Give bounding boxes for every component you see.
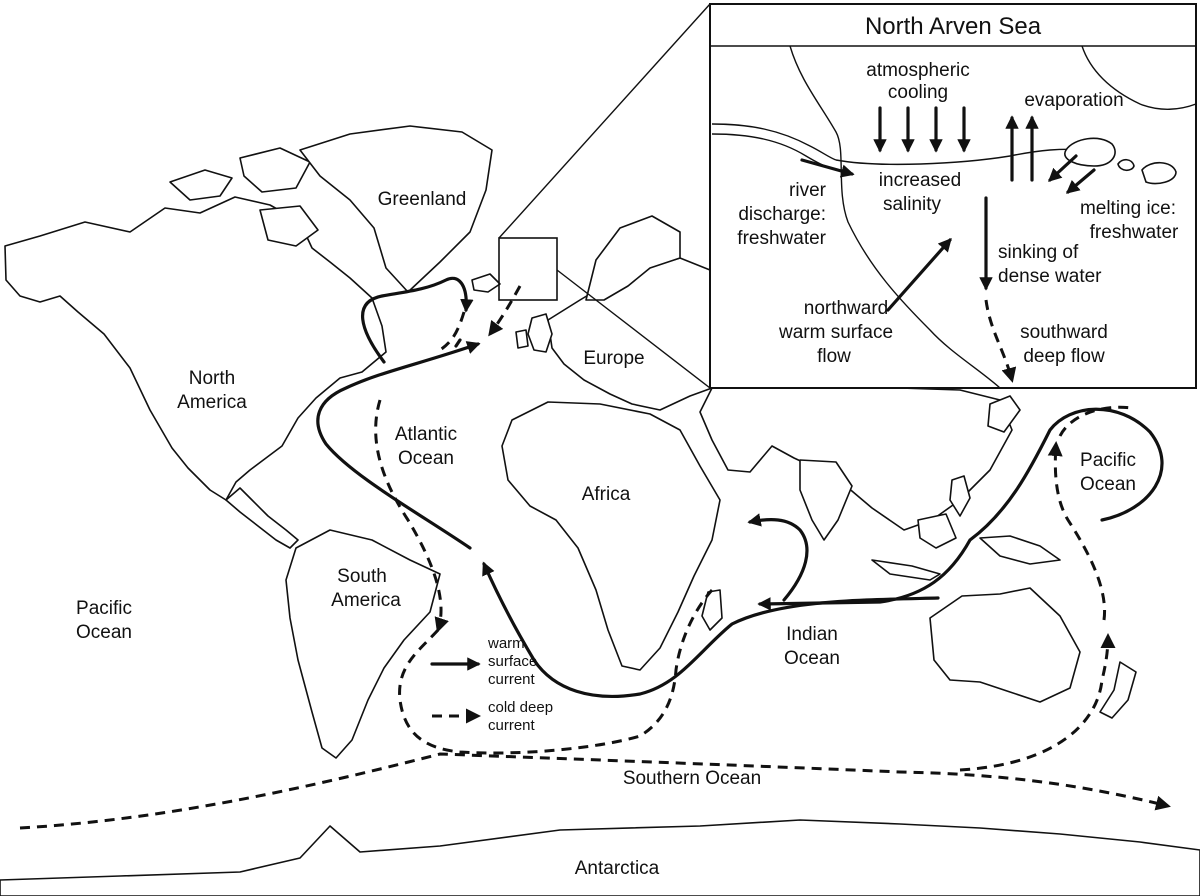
ireland-land (515, 329, 529, 349)
inset-river-1: river (789, 180, 827, 201)
inset-evaporation: evaporation (1024, 90, 1123, 111)
inset-sinking-1: sinking of (998, 242, 1079, 263)
inset-atmospheric-1: atmospheric (866, 60, 970, 81)
inset-salinity-1: increased (879, 170, 961, 191)
arctic-island (259, 205, 319, 247)
label-north-america-2: America (177, 392, 247, 413)
inset-atmospheric-2: cooling (888, 82, 948, 103)
label-indian-1: Indian (786, 624, 838, 645)
arctic-island (169, 169, 233, 201)
label-south-america-2: America (331, 590, 401, 611)
inset-coastline-north (1081, 45, 1197, 110)
warm-current-labrador (454, 338, 462, 348)
inset-northward-2: warm surface (778, 322, 893, 343)
ocean-currents (19, 276, 1171, 830)
inset-river-arrow (800, 158, 855, 178)
indonesia-island (871, 559, 941, 581)
india-land (799, 459, 853, 541)
ice-floe (1117, 158, 1135, 172)
inset-shoreline (835, 148, 1091, 166)
asia-land (699, 387, 1013, 531)
ice-floe (1141, 161, 1177, 185)
iceland-land (471, 273, 501, 293)
label-atlantic-2: Ocean (398, 448, 454, 469)
label-indian-2: Ocean (784, 648, 840, 669)
label-greenland: Greenland (378, 189, 467, 210)
inset-river-2: discharge: (738, 204, 826, 225)
legend-warm-2: surface (488, 653, 537, 670)
inset-southward-1: southward (1020, 322, 1108, 343)
indonesia-island (917, 513, 957, 549)
legend-cold-2: current (488, 717, 536, 734)
label-pacific-west-1: Pacific (76, 598, 132, 619)
inset-salinity-2: salinity (883, 194, 942, 215)
north-america-land (4, 196, 387, 501)
label-pacific-west-2: Ocean (76, 622, 132, 643)
inset-connector-top (498, 3, 711, 239)
inset-source-box (498, 237, 558, 301)
arctic-island (239, 147, 311, 193)
inset-title: North Arven Sea (865, 13, 1042, 40)
new-zealand-land (1099, 661, 1137, 719)
warm-current-greenland-loop (361, 276, 474, 364)
label-antarctica: Antarctica (575, 858, 660, 879)
greenland-land (299, 125, 493, 293)
ice-melt-arrow (1065, 168, 1096, 194)
cold-current-atlantic-south (374, 399, 449, 633)
ice-melt-arrow (1048, 154, 1078, 182)
inset-ice-2: freshwater (1090, 222, 1179, 243)
warm-current-agulhas (482, 561, 940, 698)
southward-deep-flow-arrow (984, 299, 1017, 383)
inset-river (711, 123, 837, 161)
inset-frame (709, 3, 1197, 389)
inset-panel: North Arven Sea atmospheric cooling e (709, 3, 1197, 389)
warm-current-atlantic-north (316, 341, 481, 550)
label-pacific-east-1: Pacific (1080, 450, 1136, 471)
cold-current-pacific-north (959, 633, 1116, 772)
indonesia-island (979, 535, 1061, 565)
cold-current-north-atlantic (488, 285, 522, 337)
inset-river-3: freshwater (737, 228, 826, 249)
legend-warm-3: current (488, 671, 536, 688)
map-labels: Greenland North America South America Eu… (76, 189, 1136, 879)
inset-northward-3: flow (817, 346, 851, 367)
inset-ice-1: melting ice: (1080, 198, 1176, 219)
label-europe: Europe (583, 348, 644, 369)
central-america-land (225, 487, 299, 549)
landmasses (0, 125, 1200, 896)
cold-current-pacific-east (1047, 441, 1107, 621)
inset-locator (498, 3, 711, 389)
northward-flow-arrow (886, 237, 952, 312)
inset-sinking-2: dense water (998, 266, 1102, 287)
warm-current-pacific-indian (757, 407, 1164, 611)
label-south-america-1: South (337, 566, 387, 587)
inset-coastline-west (789, 45, 1001, 389)
cold-current-labrador (439, 311, 466, 352)
label-atlantic-1: Atlantic (395, 424, 457, 445)
label-pacific-east-2: Ocean (1080, 474, 1136, 495)
warm-current-indian-loop (747, 513, 809, 602)
legend-warm-1: warm (487, 635, 525, 652)
madagascar-land (701, 589, 723, 631)
south-america-land (285, 529, 441, 759)
antarctica-land (0, 819, 1200, 896)
inset-connector-bottom (556, 269, 711, 389)
label-southern-ocean: Southern Ocean (623, 768, 761, 789)
scandinavia-land (585, 215, 681, 301)
legend: warm surface current cold deep current (430, 635, 553, 734)
british-isles-land (527, 313, 553, 353)
philippines-land (949, 475, 971, 517)
label-africa: Africa (582, 484, 631, 505)
label-north-america-1: North (189, 368, 235, 389)
inset-northward-1: northward (804, 298, 889, 319)
cold-current-pacific-top (1058, 405, 1133, 437)
africa-land (501, 401, 721, 671)
cold-current-south-atlantic-loop (398, 588, 714, 755)
inset-southward-2: deep flow (1023, 346, 1105, 367)
japan-land (987, 395, 1021, 433)
legend-cold-1: cold deep (488, 699, 553, 716)
australia-land (929, 587, 1081, 703)
